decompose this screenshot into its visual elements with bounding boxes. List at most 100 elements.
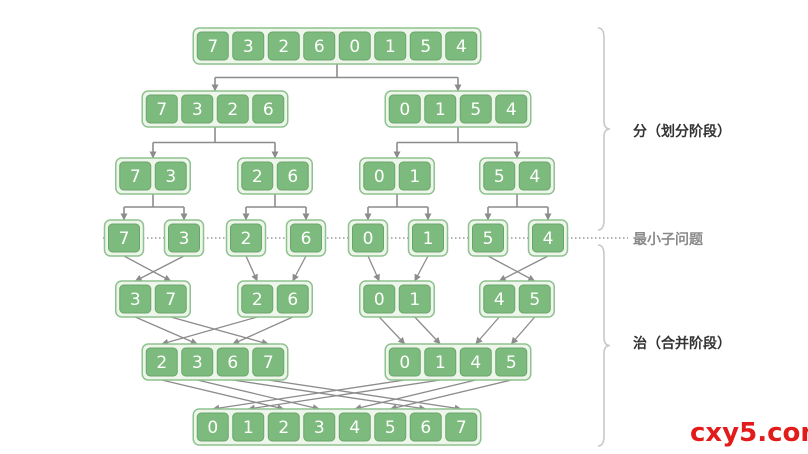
array-cell bbox=[472, 223, 504, 253]
merge-arrow bbox=[498, 255, 549, 282]
array-cell bbox=[145, 347, 178, 377]
array-cell bbox=[374, 31, 407, 61]
array-cell bbox=[252, 94, 285, 124]
array-cell bbox=[424, 94, 457, 124]
merge-arrow bbox=[232, 316, 294, 345]
array-group-singles: 6 bbox=[285, 219, 327, 257]
array-cell bbox=[290, 223, 322, 253]
array-cell bbox=[388, 94, 421, 124]
array-group-singles: 1 bbox=[407, 219, 449, 257]
merge-arrow bbox=[268, 379, 462, 412]
array-cell bbox=[267, 31, 300, 61]
array-cell bbox=[483, 284, 516, 314]
cell-value: 0 bbox=[349, 37, 360, 57]
cell-value: 3 bbox=[314, 418, 325, 438]
cell-value: 5 bbox=[483, 229, 494, 249]
cell-value: 1 bbox=[423, 229, 434, 249]
array-group-singles: 0 bbox=[347, 219, 389, 257]
cell-value: 6 bbox=[287, 167, 298, 187]
array-cell bbox=[232, 412, 265, 442]
cell-value: 0 bbox=[207, 418, 218, 438]
array-cell bbox=[119, 284, 152, 314]
merge-arrow bbox=[487, 255, 536, 282]
array-cell bbox=[196, 31, 229, 61]
cell-value: 1 bbox=[435, 353, 446, 373]
merge-phase-label: 治（合并阶段） bbox=[633, 336, 731, 352]
array-cell bbox=[276, 284, 309, 314]
cell-value: 5 bbox=[470, 100, 481, 120]
cell-value: 7 bbox=[456, 418, 467, 438]
phase-brace bbox=[597, 244, 611, 447]
merge-arrow bbox=[232, 379, 427, 412]
group-frame bbox=[141, 90, 289, 128]
cell-value: 1 bbox=[435, 100, 446, 120]
cell-value: 5 bbox=[506, 353, 517, 373]
array-cell bbox=[252, 347, 285, 377]
cell-value: 2 bbox=[156, 353, 167, 373]
cell-value: 7 bbox=[263, 353, 274, 373]
array-cell bbox=[495, 347, 528, 377]
cell-value: 6 bbox=[301, 229, 312, 249]
array-cell bbox=[241, 161, 274, 191]
cell-value: 3 bbox=[243, 37, 254, 57]
array-cell bbox=[409, 31, 442, 61]
array-cell bbox=[445, 31, 478, 61]
cell-value: 2 bbox=[252, 290, 263, 310]
cell-value: 7 bbox=[207, 37, 218, 57]
array-cell bbox=[352, 223, 384, 253]
array-cell bbox=[398, 161, 431, 191]
group-frame bbox=[384, 343, 532, 381]
cell-value: 7 bbox=[119, 229, 130, 249]
cell-value: 2 bbox=[252, 167, 263, 187]
cell-value: 6 bbox=[263, 100, 274, 120]
merge-arrow bbox=[245, 255, 258, 282]
cell-value: 3 bbox=[179, 229, 190, 249]
array-cell bbox=[409, 412, 442, 442]
array-cell bbox=[459, 94, 492, 124]
cell-value: 7 bbox=[156, 100, 167, 120]
array-cell bbox=[216, 347, 249, 377]
cell-value: 6 bbox=[420, 418, 431, 438]
array-cell bbox=[154, 161, 187, 191]
array-cell bbox=[495, 94, 528, 124]
array-cell bbox=[181, 347, 214, 377]
array-cell bbox=[216, 94, 249, 124]
group-frame bbox=[192, 27, 482, 65]
group-frame bbox=[141, 343, 289, 381]
array-cell bbox=[119, 161, 152, 191]
cell-value: 1 bbox=[409, 290, 420, 310]
cell-value: 6 bbox=[287, 290, 298, 310]
group-frame bbox=[192, 408, 482, 446]
merge-arrow bbox=[161, 316, 258, 346]
cell-value: 3 bbox=[165, 167, 176, 187]
cell-value: 2 bbox=[278, 418, 289, 438]
phase-brace bbox=[597, 27, 611, 231]
array-cell bbox=[338, 412, 371, 442]
cell-value: 4 bbox=[543, 229, 554, 249]
cell-value: 3 bbox=[192, 100, 203, 120]
merge-arrow bbox=[197, 379, 320, 411]
merge-arrow bbox=[134, 316, 198, 345]
array-cell bbox=[483, 161, 516, 191]
cell-value: 5 bbox=[529, 290, 540, 310]
connector-lines bbox=[120, 64, 552, 412]
array-cell bbox=[518, 284, 551, 314]
array-cell bbox=[108, 223, 140, 253]
array-cell bbox=[230, 223, 262, 253]
array-cell bbox=[374, 412, 407, 442]
merge-arrow bbox=[170, 316, 269, 346]
merge-arrow bbox=[292, 255, 307, 282]
cell-value: 4 bbox=[494, 290, 505, 310]
array-group-singles: 5 bbox=[467, 219, 509, 257]
